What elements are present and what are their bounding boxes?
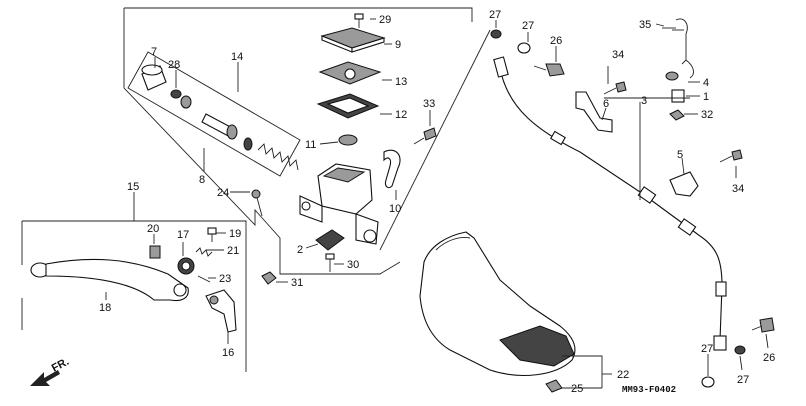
spring-part [257, 143, 299, 171]
callout-19: 19 [229, 228, 241, 240]
callout-25: 25 [571, 383, 583, 395]
piston-part [201, 113, 238, 140]
stay-nut-part [669, 109, 685, 121]
callout-21: 21 [227, 245, 239, 257]
callout-35: 35 [639, 19, 651, 31]
callout-34-top: 34 [612, 49, 624, 61]
callout-32: 32 [701, 109, 713, 121]
callout-27-top: 27 [489, 9, 501, 21]
cap-screw-part [354, 13, 364, 28]
lever-pivot-bushing-part [149, 245, 161, 259]
callout-7: 7 [151, 46, 157, 58]
hose-clamp-bolt-part [603, 81, 627, 95]
pivot-nut-part [261, 271, 277, 285]
diaphragm-plate-part [318, 61, 382, 85]
lever-collar-part [177, 257, 195, 275]
adjuster-spring-part [195, 247, 213, 257]
float-part [338, 134, 358, 146]
hose-guide-part [575, 91, 613, 133]
piston-kit-outline [127, 51, 301, 177]
oil-bolt-top-part [533, 63, 565, 77]
adjuster-pin-part [197, 275, 211, 283]
hose-washer-third-part [734, 345, 746, 355]
reservoir-cap-part [320, 27, 386, 53]
callout-8: 8 [199, 174, 205, 186]
callout-1: 1 [703, 91, 709, 103]
callout-28: 28 [168, 59, 180, 71]
callout-18: 18 [99, 302, 111, 314]
callout-29: 29 [379, 14, 391, 26]
hose-washer-bottom-part [701, 376, 715, 388]
callout-17: 17 [177, 229, 189, 241]
leader-lines [105, 18, 769, 389]
lever-group-outline [21, 220, 247, 372]
clip-bolt-part [719, 149, 743, 163]
callout-15: 15 [127, 181, 139, 193]
front-arrow-icon: FR. [30, 356, 71, 386]
oil-bolt-bottom-part [751, 317, 775, 333]
holder-clamp-part [383, 149, 401, 189]
callout-31: 31 [291, 277, 303, 289]
callout-2: 2 [297, 244, 303, 256]
callout-20: 20 [147, 223, 159, 235]
cup-part [243, 137, 253, 151]
callout-27-bottom: 27 [737, 374, 749, 386]
boot-part [141, 64, 167, 91]
hose-clip-part [669, 171, 699, 197]
diagram-code: MM93-F0402 [622, 385, 676, 395]
callout-6: 6 [603, 98, 609, 110]
callout-16: 16 [222, 347, 234, 359]
brake-lever-part [30, 258, 189, 302]
circlip-part [170, 89, 182, 99]
hose-washer-second-part [517, 42, 531, 54]
switch-screw-part [325, 253, 335, 272]
diaphragm-part [316, 93, 380, 119]
callout-24: 24 [217, 187, 229, 199]
callout-30: 30 [347, 259, 359, 271]
stay-grommet-part [665, 71, 679, 81]
pushrod-part [251, 189, 263, 217]
hand-guard-part [419, 231, 576, 376]
callout-5: 5 [677, 149, 683, 161]
master-cylinder-body [299, 163, 379, 245]
callout-14: 14 [231, 51, 243, 63]
callout-22: 22 [617, 369, 629, 381]
callout-13: 13 [395, 76, 407, 88]
clamp-bolt-part [413, 127, 437, 145]
brake-switch-part [315, 229, 345, 251]
front-label: FR. [50, 356, 71, 375]
callout-27-third: 27 [701, 343, 713, 355]
callout-3: 3 [641, 95, 647, 107]
callout-10: 10 [389, 203, 401, 215]
callout-11: 11 [305, 139, 316, 151]
callout-26-bottom: 26 [763, 352, 775, 364]
washer-part [180, 95, 192, 109]
callout-26-top: 26 [550, 35, 562, 47]
callout-4: 4 [703, 77, 709, 89]
pivot-bolt-part [207, 227, 217, 242]
grommet-stay-part [672, 18, 694, 79]
callout-27-second: 27 [522, 20, 534, 32]
guard-nut-part [545, 379, 563, 393]
master-cylinder-group-outline [123, 7, 473, 275]
collar-part [671, 89, 685, 103]
callout-12: 12 [395, 109, 407, 121]
callout-23: 23 [219, 273, 231, 285]
callout-33: 33 [423, 98, 435, 110]
hose-washer-top-part [490, 29, 502, 39]
brake-hose-part [379, 29, 727, 351]
lever-bracket-part [205, 289, 237, 333]
callout-9: 9 [395, 39, 401, 51]
callout-34-bottom: 34 [732, 183, 744, 195]
